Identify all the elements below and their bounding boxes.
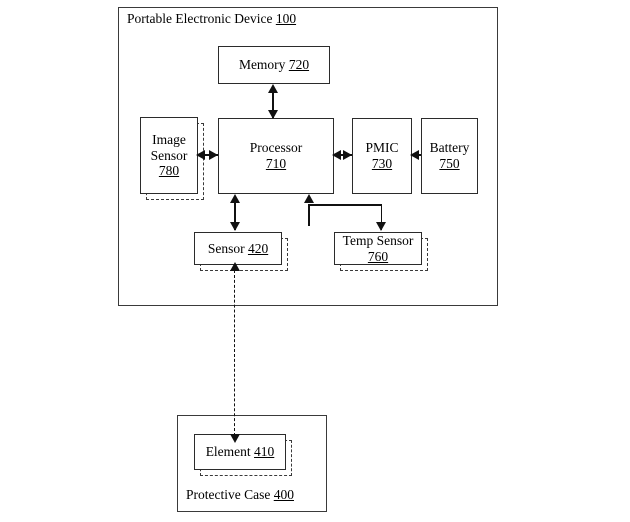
container-label-text-device: Portable Electronic Device xyxy=(127,11,273,26)
connector-imagesensor-processor xyxy=(198,154,218,156)
container-label-portable-electronic-device: Portable Electronic Device 100 xyxy=(127,11,296,27)
block-processor-number: 710 xyxy=(265,156,287,171)
arrowhead-tempsensor-down xyxy=(376,222,386,231)
arrowhead-pmic-in-left xyxy=(410,149,419,160)
block-image-sensor-line2: Sensor xyxy=(150,147,188,163)
arrowhead-sensor-up-from-element xyxy=(229,262,240,271)
block-pmic-number: 730 xyxy=(371,156,393,171)
block-image-sensor[interactable]: Image Sensor 780 xyxy=(140,117,198,194)
block-battery[interactable]: Battery 750 xyxy=(421,118,478,194)
arrowhead-processor-left xyxy=(332,149,341,160)
block-element[interactable]: Element 410 xyxy=(194,434,286,470)
block-sensor-number: 420 xyxy=(247,240,269,256)
block-memory-text: Memory xyxy=(238,57,286,73)
connector-processor-memory xyxy=(272,86,274,118)
block-element-text: Element xyxy=(205,444,251,460)
arrowhead-processor-right-in xyxy=(209,149,218,160)
block-element-label: Element 410 xyxy=(206,444,275,460)
connector-processor-tempsensor-across xyxy=(308,204,382,206)
block-processor-line1: Processor xyxy=(249,140,303,156)
arrowhead-pmic-right xyxy=(343,149,352,160)
connector-processor-tempsensor-up xyxy=(308,204,310,226)
block-memory-label: Memory 720 xyxy=(239,57,309,73)
arrowhead-element-down xyxy=(229,434,240,443)
block-temp-sensor-line1: Temp Sensor xyxy=(342,232,414,248)
block-memory-number: 720 xyxy=(288,57,310,73)
container-label-text-case: Protective Case xyxy=(186,487,271,502)
connector-sensor-element-dashed xyxy=(234,270,235,436)
block-temp-sensor[interactable]: Temp Sensor 760 xyxy=(334,232,422,265)
block-image-sensor-number: 780 xyxy=(158,163,180,179)
connector-processor-sensor xyxy=(234,196,236,230)
container-label-protective-case: Protective Case 400 xyxy=(186,487,294,503)
block-battery-number: 750 xyxy=(439,156,460,171)
block-sensor-text: Sensor xyxy=(207,240,245,256)
container-label-number-case: 400 xyxy=(273,487,294,502)
block-battery-line1: Battery xyxy=(429,140,470,156)
arrowhead-imagesensor-left xyxy=(196,149,205,160)
arrowhead-processor-up-from-temp xyxy=(303,194,314,203)
block-sensor[interactable]: Sensor 420 xyxy=(194,232,282,265)
arrowhead-processor-up-from-sensor xyxy=(229,194,240,203)
block-pmic-line1: PMIC xyxy=(365,140,399,156)
block-pmic[interactable]: PMIC 730 xyxy=(352,118,412,194)
container-label-number-device: 100 xyxy=(275,11,297,26)
arrowhead-memory-up xyxy=(267,84,278,93)
connector-processor-tempsensor-down xyxy=(380,204,383,230)
block-memory[interactable]: Memory 720 xyxy=(218,46,330,84)
block-element-number: 410 xyxy=(254,444,275,460)
arrowhead-sensor-down xyxy=(229,222,240,231)
block-processor[interactable]: Processor 710 xyxy=(218,118,334,194)
block-temp-sensor-number: 760 xyxy=(367,248,389,264)
block-image-sensor-line1: Image xyxy=(152,131,186,147)
arrowhead-processor-down xyxy=(267,110,278,119)
block-sensor-label: Sensor 420 xyxy=(208,241,268,257)
